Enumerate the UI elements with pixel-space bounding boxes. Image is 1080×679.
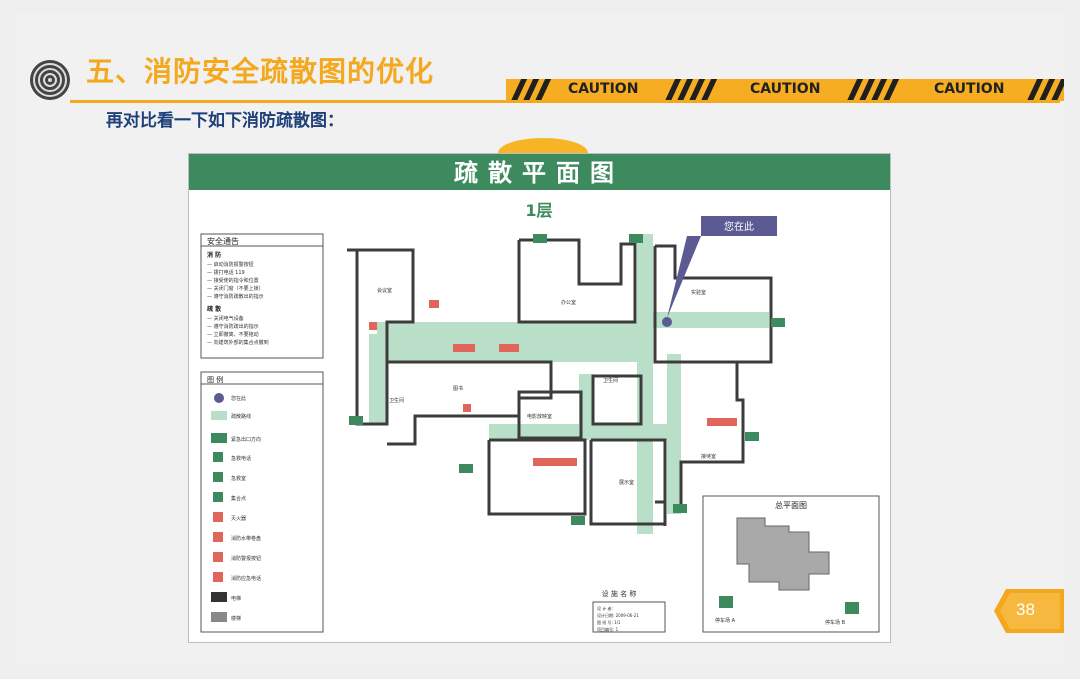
design-line: 设计日期: 2009-06-21 bbox=[597, 612, 639, 618]
design-line: 项目编号: 1 bbox=[597, 626, 619, 632]
room-av: 电影放映室 bbox=[527, 413, 552, 420]
legend-label: 您在此 bbox=[231, 395, 246, 402]
page-number: 38 bbox=[1016, 600, 1035, 619]
hose-reel-icon bbox=[213, 532, 223, 542]
assembly-a-icon bbox=[719, 596, 733, 608]
notice-line: — 接受使的指令和位置 bbox=[207, 277, 259, 284]
route-icon bbox=[211, 411, 227, 420]
slide-subtitle: 再对比看一下如下消防疏散图： bbox=[106, 111, 344, 131]
legend-label: 灭火器 bbox=[231, 516, 246, 522]
evacuation-map: 疏散平面图 1层 安全通告 消 防 — 启动消防报警按钮 — 拨打电话 119 … bbox=[188, 153, 891, 643]
map-title: 疏散平面图 bbox=[454, 159, 624, 187]
first-aid-icon bbox=[213, 472, 223, 482]
slide-title: 五、消防安全疏散图的优化 bbox=[86, 55, 435, 88]
design-title: 设 施 名 称 bbox=[602, 589, 637, 598]
parking-b: 停车场 B bbox=[825, 619, 846, 626]
legend-label: 急救室 bbox=[231, 475, 246, 482]
extinguisher-icon bbox=[213, 512, 223, 522]
stairs-icon bbox=[211, 612, 227, 622]
floor-plan: 会议室 办公室 实验室 图书 卫生间 卫生间 电影放映室 展示室 接待室 bbox=[347, 216, 785, 534]
caution-tape: CAUTION CAUTION CAUTION bbox=[506, 79, 1064, 101]
caution-label-2: CAUTION bbox=[750, 81, 821, 97]
design-line: 设 计 者: bbox=[597, 605, 613, 611]
legend-label: 电梯 bbox=[231, 595, 241, 602]
parking-a: 停车场 A bbox=[715, 617, 736, 624]
you-are-here-icon bbox=[214, 393, 224, 403]
legend-label: 消防水带卷盘 bbox=[231, 535, 261, 542]
you-are-here-pointer bbox=[667, 236, 701, 318]
legend: 图 例 您在此 疏散路线 紧急出口方向 急救电话 急救室 集合点 灭火器 消防水… bbox=[200, 371, 324, 633]
room-restroom-mid: 卫生间 bbox=[603, 377, 618, 384]
extinguisher-markers bbox=[369, 300, 737, 466]
legend-label: 消防警报按钮 bbox=[231, 555, 261, 562]
room-restroom-left: 卫生间 bbox=[389, 397, 404, 404]
legend-label: 急救电话 bbox=[231, 455, 251, 462]
legend-label: 集合点 bbox=[231, 495, 246, 502]
notice-title: 安全通告 bbox=[207, 236, 239, 246]
notice-fire-heading: 消 防 bbox=[207, 251, 221, 259]
notice-line: — 关闭电气设备 bbox=[207, 315, 244, 322]
design-line: 图 纸 号: 1/1 bbox=[597, 619, 621, 625]
site-overview: 总平面图 停车场 A 停车场 B bbox=[702, 495, 880, 633]
you-are-here-callout bbox=[701, 216, 777, 236]
notice-line: — 关闭门窗（不要上锁） bbox=[207, 285, 264, 292]
alarm-button-icon bbox=[213, 552, 223, 562]
building-footprint bbox=[736, 517, 830, 591]
notice-line: — 拨打电话 119 bbox=[207, 269, 245, 276]
room-meeting: 会议室 bbox=[377, 287, 392, 294]
safety-notice: 安全通告 消 防 — 启动消防报警按钮 — 拨打电话 119 — 接受使的指令和… bbox=[200, 233, 324, 359]
exit-signs bbox=[349, 234, 785, 525]
evacuation-route bbox=[369, 234, 769, 534]
caution-label-3: CAUTION bbox=[934, 81, 1005, 97]
room-library: 图书 bbox=[453, 385, 463, 392]
notice-line: — 向建筑外部的集合点撤到 bbox=[207, 339, 269, 346]
room-lab: 实验室 bbox=[691, 289, 706, 296]
room-office: 办公室 bbox=[561, 299, 576, 306]
floor-label: 1层 bbox=[525, 201, 552, 220]
evacuation-map-drawing: 疏散平面图 1层 安全通告 消 防 — 启动消防报警按钮 — 拨打电话 119 … bbox=[189, 154, 890, 633]
notice-line: — 遵守消防疏散出的指示 bbox=[207, 293, 264, 300]
legend-label: 疏散路线 bbox=[231, 413, 251, 420]
overview-title: 总平面图 bbox=[775, 500, 807, 510]
title-underline bbox=[70, 100, 1060, 103]
room-exhibit: 展示室 bbox=[619, 479, 634, 486]
you-are-here-label: 您在此 bbox=[724, 220, 754, 233]
legend-label: 消防应急电话 bbox=[231, 575, 261, 582]
you-are-here-marker bbox=[662, 317, 672, 327]
page-number-badge: 38 bbox=[994, 589, 1064, 633]
emergency-phone-icon bbox=[213, 452, 223, 462]
notice-evac-heading: 疏 散 bbox=[207, 305, 222, 313]
spiral-logo-icon bbox=[30, 60, 70, 100]
caution-label-1: CAUTION bbox=[568, 81, 639, 97]
notice-line: — 立即撤离、不要拖动 bbox=[207, 331, 259, 338]
legend-title: 图 例 bbox=[207, 375, 223, 384]
elevator-icon bbox=[211, 592, 227, 602]
notice-line: — 启动消防报警按钮 bbox=[207, 261, 254, 268]
assembly-point-icon bbox=[213, 492, 223, 502]
room-reception: 接待室 bbox=[701, 453, 716, 460]
exit-direction-icon bbox=[211, 433, 227, 443]
fire-phone-icon bbox=[213, 572, 223, 582]
notice-line: — 遵守消防疏出的指示 bbox=[207, 323, 259, 330]
assembly-b-icon bbox=[845, 602, 859, 614]
legend-label: 紧急出口方向 bbox=[231, 436, 261, 443]
walls bbox=[347, 238, 773, 526]
legend-label: 楼梯 bbox=[231, 615, 241, 622]
